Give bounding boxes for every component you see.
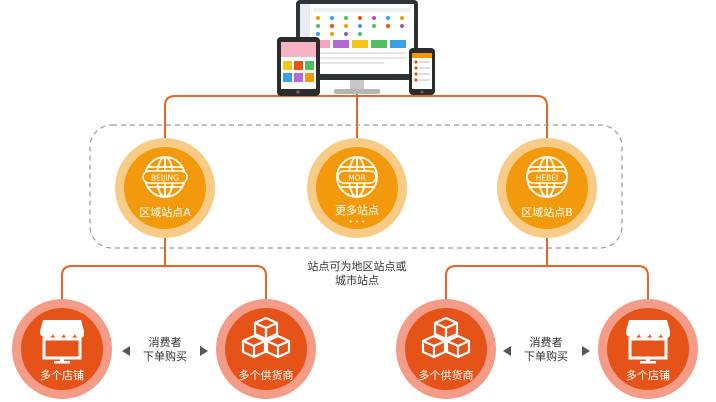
connector-lines: [61, 88, 649, 300]
right-branch-line: [445, 236, 649, 300]
hub-label: 更多站点: [335, 203, 379, 217]
supplier-label: 多个供货商: [239, 368, 294, 382]
boxes-icon: [421, 316, 471, 359]
site-region-box: [89, 124, 623, 249]
hub-label: 区域站点B: [521, 205, 573, 219]
hub-badge-box: [526, 170, 568, 184]
store-label: 多个店铺: [40, 368, 84, 382]
boxes-icon: [241, 316, 291, 359]
consumer-line1: 消费者: [530, 335, 563, 349]
supplier-label: 多个供货商: [419, 368, 474, 382]
consumer-line2: 下单购买: [143, 349, 187, 363]
consumer-line2: 下单购买: [524, 349, 568, 363]
hub-note-line2: 城市站点: [335, 273, 379, 287]
hub-site-b: HEBEI 区域站点B: [497, 138, 597, 238]
consumer-line1: 消费者: [149, 335, 182, 349]
hub-note-line1: 站点可为地区站点或: [308, 259, 407, 273]
arrow-left-icon: [503, 346, 511, 356]
arrow-right-icon: [582, 346, 590, 356]
right-store-node: 多个店铺: [598, 299, 698, 399]
hub-badge-box: [337, 170, 377, 184]
hub-dots: • • •: [349, 218, 366, 226]
hub-site-a: BEIJING 区域站点A: [115, 138, 215, 238]
left-branch-line: [61, 236, 267, 300]
right-supplier-node: 多个供货商: [396, 299, 496, 399]
left-consumer-link: 消费者 下单购买: [122, 335, 208, 363]
storefront-icon: [626, 320, 670, 364]
hub-badge-text: MOR: [348, 174, 366, 183]
left-supplier-node: 多个供货商: [216, 299, 316, 399]
arrow-right-icon: [200, 346, 208, 356]
tablet-icon: [277, 37, 320, 96]
store-label: 多个店铺: [626, 368, 670, 382]
right-consumer-link: 消费者 下单购买: [503, 335, 590, 363]
hub-badge-text: BEIJING: [151, 174, 179, 183]
devices-illustration: [277, 0, 435, 96]
hub-badge-box: [142, 170, 188, 184]
phone-icon: [409, 48, 435, 95]
hub-badge-text: HEBEI: [536, 174, 558, 183]
left-store-node: 多个店铺: [12, 299, 112, 399]
hub-label: 区域站点A: [139, 205, 191, 219]
hub-site-more: MOR 更多站点 • • •: [307, 138, 407, 238]
arrow-left-icon: [122, 346, 130, 356]
storefront-icon: [40, 320, 84, 364]
